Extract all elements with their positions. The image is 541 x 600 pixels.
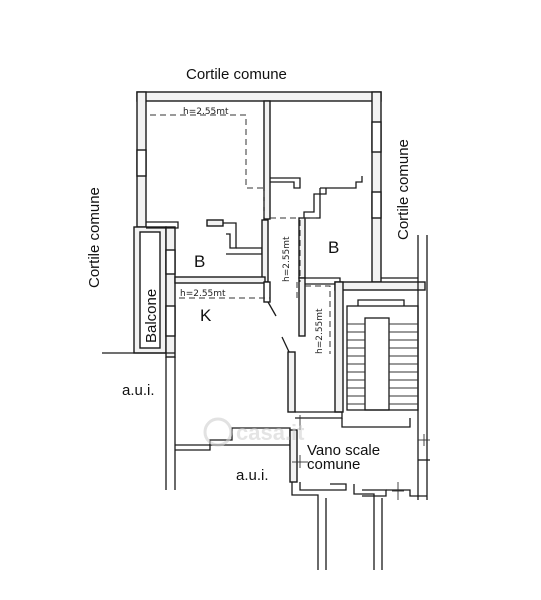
vano-scale-label: Vano scale [307,442,380,459]
height-indicators [150,114,331,354]
aui-bottom-label: a.u.i. [236,467,269,484]
interior-walls [146,100,363,413]
balcone-label: Balcone [143,289,160,343]
cortile-left-label: Cortile comune [86,187,103,288]
outer-walls [102,91,382,490]
height-corridor-label: h=2.55mt [180,289,226,299]
height-top-label: h=2.55mt [183,107,229,117]
lower-section [175,427,430,570]
room-b-left-label: B [194,252,205,271]
cortile-top-label: Cortile comune [186,66,287,83]
height-right-label: h=2.55mt [315,308,325,354]
room-k-label: K [200,306,212,325]
stair-steps [347,323,418,405]
aui-top-label: a.u.i. [122,382,155,399]
watermark: casa.it [203,417,305,447]
stairwell [295,235,430,500]
room-b-right-label: B [328,238,339,257]
vano-scale-label-2: comune [307,456,360,473]
watermark-text: casa.it [236,420,305,445]
cortile-right-label: Cortile comune [395,139,412,240]
height-middle-label: h=2.55mt [282,236,292,282]
